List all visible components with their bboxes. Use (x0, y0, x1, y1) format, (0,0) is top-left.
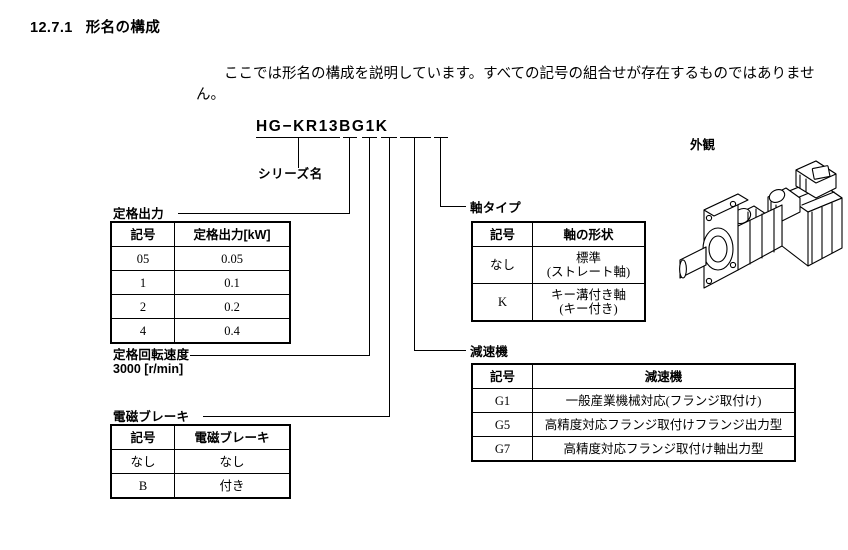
cell-gear: 高精度対応フランジ取付けフランジ出力型 (532, 412, 795, 437)
table-header-row: 記号 定格出力[kW] (111, 222, 290, 247)
table-shaft-type: 記号 軸の形状 なし 標準 (ストレート軸) K キー溝付き軸 (キー付き) (471, 221, 646, 322)
leader-shaft-vertical (440, 137, 441, 207)
cell-gear: 一般産業機械対応(フランジ取付け) (532, 388, 795, 413)
cell-symbol: B (111, 473, 175, 498)
table-row: K キー溝付き軸 (キー付き) (472, 283, 645, 321)
leader-shaft-horizontal (440, 206, 466, 207)
callout-rated-output: 定格出力 (113, 207, 164, 221)
callout-gear: 減速機 (470, 345, 509, 359)
model-number-string: HG−KR13BG1K (256, 118, 389, 135)
leader-rated-output-vertical (349, 137, 350, 214)
leader-gear-vertical (414, 137, 415, 351)
table-row: 05 0.05 (111, 246, 290, 271)
cell-symbol: 05 (111, 246, 175, 271)
table-brake: 記号 電磁ブレーキ なし なし B 付き (110, 424, 291, 499)
callout-shaft-type: 軸タイプ (470, 201, 521, 215)
section-number: 12.7.1 (30, 20, 73, 36)
cell-symbol: なし (111, 449, 175, 474)
cell-gear: 高精度対応フランジ取付け軸出力型 (532, 436, 795, 461)
cell-shape-line1: 標準 (575, 251, 601, 265)
cell-shape-line1: キー溝付き軸 (550, 288, 626, 302)
cell-shape-line2: (ストレート軸) (546, 265, 631, 279)
leader-rated-speed-horizontal (190, 355, 370, 356)
underline-output (343, 137, 357, 138)
cell-value: 0.2 (174, 294, 290, 319)
cell-shape-line2: (キー付き) (559, 302, 618, 316)
column-header-gear: 減速機 (532, 364, 795, 389)
cell-symbol: G7 (472, 436, 533, 461)
table-row: 1 0.1 (111, 270, 290, 295)
servo-motor-svg (679, 160, 843, 289)
underline-shaft (434, 137, 448, 138)
cell-symbol: G1 (472, 388, 533, 413)
cell-symbol: K (472, 283, 533, 321)
cell-symbol: 1 (111, 270, 175, 295)
leader-brake-horizontal (203, 416, 390, 417)
cell-shape: 標準 (ストレート軸) (532, 246, 645, 284)
table-gear: 記号 減速機 G1 一般産業機械対応(フランジ取付け) G5 高精度対応フランジ… (471, 363, 796, 462)
column-header-symbol: 記号 (472, 222, 533, 247)
leader-gear-horizontal (414, 350, 466, 351)
column-header-symbol: 記号 (472, 364, 533, 389)
intro-paragraph: ここでは形名の構成を説明しています。すべての記号の組合せが存在するものではありま… (196, 66, 815, 103)
table-row: B 付き (111, 473, 290, 498)
column-header-symbol: 記号 (111, 222, 175, 247)
cell-value: なし (174, 449, 290, 474)
column-header-value: 定格出力[kW] (174, 222, 290, 247)
table-row: 4 0.4 (111, 318, 290, 343)
table-header-row: 記号 電磁ブレーキ (111, 425, 290, 450)
table-row: G7 高精度対応フランジ取付け軸出力型 (472, 436, 795, 461)
section-title-text: 形名の構成 (85, 20, 161, 36)
callout-rated-speed-name: 定格回転速度 (113, 348, 190, 362)
table-row: なし なし (111, 449, 290, 474)
table-header-row: 記号 軸の形状 (472, 222, 645, 247)
cell-value: 0.1 (174, 270, 290, 295)
table-row: 2 0.2 (111, 294, 290, 319)
cell-value: 0.05 (174, 246, 290, 271)
table-rated-output: 記号 定格出力[kW] 05 0.05 1 0.1 2 0.2 4 0.4 (110, 221, 291, 344)
leader-series-vertical (298, 137, 299, 168)
table-row: なし 標準 (ストレート軸) (472, 246, 645, 284)
callout-exterior: 外観 (690, 138, 716, 152)
underline-gear (400, 137, 431, 138)
cell-symbol: 4 (111, 318, 175, 343)
callout-rated-speed-value: 3000 [r/min] (113, 362, 184, 376)
callout-brake: 電磁ブレーキ (113, 410, 190, 424)
series-name-label: シリーズ名 (258, 167, 323, 181)
table-row: G5 高精度対応フランジ取付けフランジ出力型 (472, 412, 795, 437)
cell-symbol: 2 (111, 294, 175, 319)
callout-rated-speed: 定格回転速度 3000 [r/min] (113, 348, 189, 376)
cell-value: 付き (174, 473, 290, 498)
leader-rated-speed-vertical (369, 137, 370, 356)
leader-rated-output-horizontal (178, 213, 350, 214)
servo-motor-illustration (676, 148, 848, 313)
column-header-shape: 軸の形状 (532, 222, 645, 247)
cell-symbol: G5 (472, 412, 533, 437)
page-title: 12.7.1 形名の構成 (30, 16, 160, 37)
cell-symbol: なし (472, 246, 533, 284)
table-row: G1 一般産業機械対応(フランジ取付け) (472, 388, 795, 413)
table-header-row: 記号 減速機 (472, 364, 795, 389)
cell-shape: キー溝付き軸 (キー付き) (532, 283, 645, 321)
leader-brake-vertical (389, 137, 390, 417)
column-header-symbol: 記号 (111, 425, 175, 450)
column-header-value: 電磁ブレーキ (174, 425, 290, 450)
cell-value: 0.4 (174, 318, 290, 343)
